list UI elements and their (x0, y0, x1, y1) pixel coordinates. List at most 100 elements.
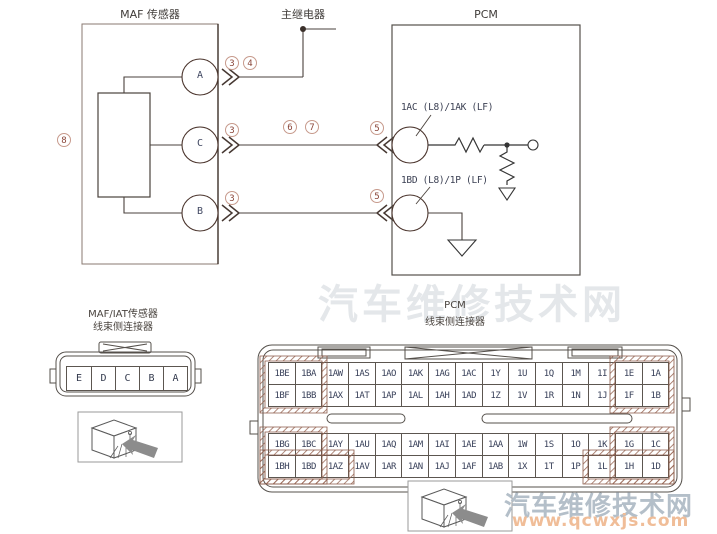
pullup-resistor (498, 145, 516, 185)
pcm-pin-1bd-label: 1BD (L8)/1P (LF) (401, 175, 488, 186)
pin-cell: 1P (561, 455, 590, 478)
pin-cell: A (163, 367, 187, 390)
pcm-box (391, 24, 581, 276)
pin-cell: 1AA (481, 433, 510, 456)
pin-cell: 1AY (321, 433, 350, 456)
watermark-site-name: 汽车维修技术网 (504, 492, 694, 522)
pcm-connector-title1: PCM (444, 300, 466, 311)
pin-label-pointer (415, 114, 432, 137)
pin-cell: 1BF (268, 384, 296, 407)
pin-cell: 1G (614, 433, 643, 456)
pin-cell: 1AL (401, 384, 430, 407)
pin-label-pointer (415, 186, 431, 205)
pin-cell: 1AO (374, 362, 403, 385)
pin-b-letter: B (196, 206, 204, 217)
pin-cell: 1AV (348, 455, 376, 478)
pin-cell: 1BD (294, 455, 323, 478)
callout-6: 6 (283, 120, 297, 134)
pin-cell: 1V (508, 384, 536, 407)
series-resistor (428, 136, 528, 154)
connector-latch-x (102, 343, 148, 352)
pin-cell: 1AB (481, 455, 510, 478)
callout-5-bottom: 5 (370, 189, 384, 203)
pin-cell: 1AP (374, 384, 403, 407)
pin-cell: 1H (614, 455, 643, 478)
pin-cell: 1Y (481, 362, 510, 385)
pin-cell: 1AZ (321, 455, 350, 478)
pin-cell: 1AC (454, 362, 483, 385)
callout-3-a: 3 (225, 56, 239, 70)
pin-cell: 1AX (321, 384, 350, 407)
pin-cell: 1AI (428, 433, 456, 456)
pin-cell: 1T (534, 455, 563, 478)
pin-cell: 1K (588, 433, 616, 456)
pin-cell: 1M (561, 362, 590, 385)
callout-4: 4 (243, 56, 257, 70)
pin-cell: 1AH (428, 384, 456, 407)
pcm-connector-title2: 线束侧连接器 (425, 317, 485, 328)
pin-cell: 1BE (268, 362, 296, 385)
pin-cell: 1X (508, 455, 536, 478)
callout-7: 7 (305, 120, 319, 134)
pin-cell: D (91, 367, 115, 390)
relay-junction-dot (300, 26, 306, 32)
pin-cell: 1E (614, 362, 643, 385)
callout-3-c: 3 (225, 123, 239, 137)
connector-latch-x (404, 346, 533, 360)
callout-8: 8 (57, 133, 71, 147)
pin-cell: 1AU (348, 433, 376, 456)
pin-cell: 1J (588, 384, 616, 407)
pin-cell: 1AK (401, 362, 430, 385)
pin-cell: 1F (614, 384, 643, 407)
pin-cell: 1AT (348, 384, 376, 407)
maf-connector-title2: 线束侧连接器 (93, 322, 153, 333)
watermark-site-url: www.qcwxjs.com (512, 511, 690, 531)
pin-cell: 1R (534, 384, 563, 407)
main-relay-label: 主继电器 (281, 8, 325, 21)
icon-frame (77, 411, 183, 463)
pin-cell: 1Q (534, 362, 563, 385)
pcm-label: PCM (474, 8, 498, 21)
pin-cell: 1A (641, 362, 670, 385)
pin-cell: 1BH (268, 455, 296, 478)
pin-cell: 1U (508, 362, 536, 385)
pin-cell: 1AF (454, 455, 483, 478)
pcm-pin-1bd-terminal (391, 194, 429, 232)
callout-3-b: 3 (225, 191, 239, 205)
pin-cell: 1AR (374, 455, 403, 478)
pin-cell: 1AD (454, 384, 483, 407)
pin-cell: 1B (641, 384, 670, 407)
open-terminal (527, 139, 539, 151)
callout-5-top: 5 (370, 121, 384, 135)
pin-cell: 1AG (428, 362, 456, 385)
pcm-pin-1ac-terminal (391, 126, 429, 164)
pin-cell: 1AW (321, 362, 350, 385)
pin-cell: 1N (561, 384, 590, 407)
pin-cell: 1D (641, 455, 670, 478)
pin-cell: C (115, 367, 139, 390)
pin-cell: 1AM (401, 433, 430, 456)
watermark-faint: 汽车维修技术网 (318, 282, 626, 328)
pcm-pin-1ac-label: 1AC (L8)/1AK (LF) (401, 102, 494, 113)
pin-cell: 1BG (268, 433, 296, 456)
ground-symbol-large (446, 239, 478, 257)
pin-cell: 1BB (294, 384, 323, 407)
pin-cell: E (75, 373, 83, 384)
pin-cell: 1BC (294, 433, 323, 456)
pin-cell: 1C (641, 433, 670, 456)
pcm-connector-chevrons (375, 136, 395, 222)
pin-cell: 1I (588, 362, 616, 385)
icon-frame (407, 480, 513, 532)
pin-c-letter: C (196, 138, 204, 149)
pin-cell: 1AN (401, 455, 430, 478)
pin-cell: 1Z (481, 384, 510, 407)
pin-cell: 1O (561, 433, 590, 456)
maf-connector-title1: MAF/IAT传感器 (88, 309, 158, 320)
